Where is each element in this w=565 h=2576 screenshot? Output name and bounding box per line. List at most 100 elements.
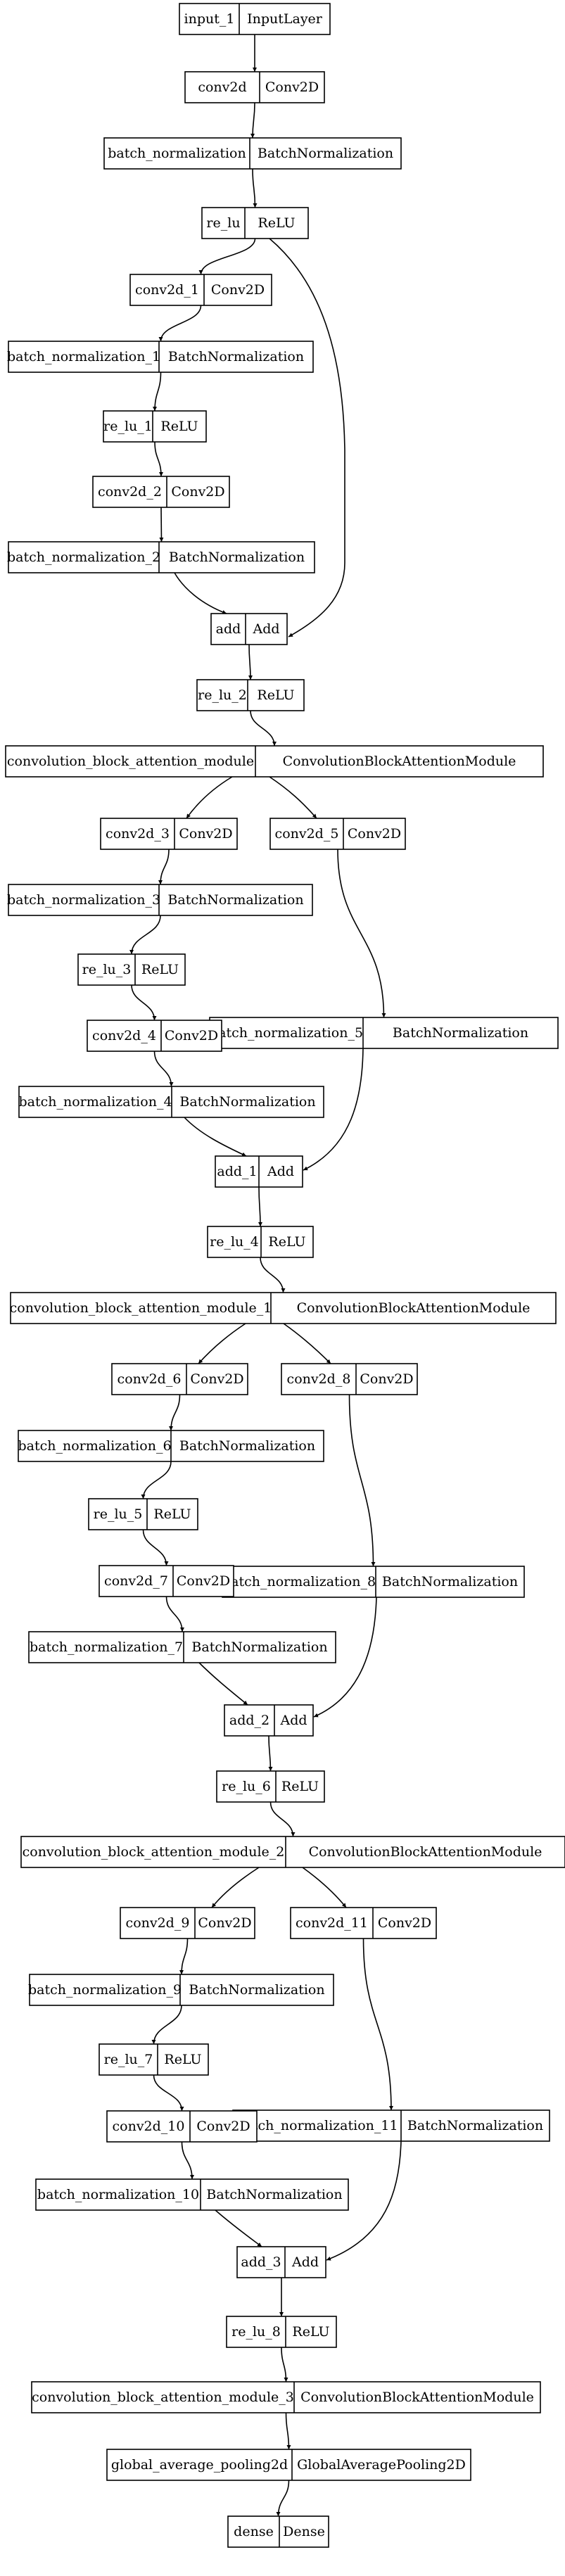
layer-type: BatchNormalization <box>191 1639 327 1655</box>
layer-name: global_average_pooling2d <box>111 2457 288 2473</box>
layer-type: ConvolutionBlockAttentionModule <box>309 1844 542 1860</box>
layer-name: batch_normalization_1 <box>7 349 160 364</box>
layer-node-cbam: convolution_block_attention_module Convol… <box>5 745 544 778</box>
layer-node-conv2d: conv2d Conv2D <box>184 71 325 103</box>
layer-box <box>111 1363 248 1395</box>
layer-type: Conv2D <box>198 1915 251 1931</box>
edge-conv2d-10-to-bn-10 <box>181 2141 194 2180</box>
layer-type: BatchNormalization <box>179 1438 315 1454</box>
layer-type: ReLU <box>258 215 295 231</box>
layer-box <box>29 1974 334 2006</box>
layer-box <box>100 818 238 850</box>
layer-name: convolution_block_attention_module_2 <box>23 1844 285 1860</box>
layer-name: conv2d_1 <box>135 282 199 298</box>
layer-type: ReLU <box>292 2324 329 2340</box>
edge-conv2d-6-to-bn-6 <box>169 1394 181 1431</box>
layer-box <box>227 2515 329 2548</box>
layer-name: convolution_block_attention_module <box>7 754 254 769</box>
layer-type: ReLU <box>257 687 294 703</box>
edge-conv2d-5-to-bn-5 <box>337 849 386 1018</box>
layer-box <box>28 1631 336 1663</box>
layer-box <box>99 2043 209 2076</box>
layer-type: Dense <box>283 2524 325 2539</box>
layer-box <box>226 2316 337 2348</box>
edge-cbam-2-to-conv2d-9 <box>211 1867 260 1908</box>
layer-name: add_3 <box>241 2254 281 2270</box>
edge-re-lu-to-conv2d-1 <box>198 238 256 275</box>
layer-name: batch_normalization <box>108 146 246 161</box>
layer-type: Conv2D <box>196 2119 250 2134</box>
layer-name: conv2d <box>198 80 246 95</box>
edge-add-to-re-lu-2 <box>248 644 253 680</box>
layer-node-bn-1: batch_normalization_1 BatchNormalization <box>7 341 314 373</box>
edge-cbam-to-conv2d-3 <box>186 776 233 819</box>
layer-name: re_lu_6 <box>222 1779 271 1794</box>
edge-bn-8-to-add-2 <box>313 1597 377 1718</box>
layer-box <box>8 884 313 916</box>
layer-type: BatchNormalization <box>407 2118 543 2133</box>
layer-type: BatchNormalization <box>382 1574 518 1590</box>
layer-type: BatchNormalization <box>167 892 303 908</box>
layer-type: ReLU <box>153 1506 191 1522</box>
layer-box <box>129 274 272 306</box>
layer-type: Conv2D <box>360 1371 413 1387</box>
layer-type: InputLayer <box>247 11 323 27</box>
edge-re-lu-8-to-cbam-3 <box>281 2347 288 2383</box>
layer-box <box>99 1565 234 1597</box>
layer-type: BatchNormalization <box>189 1982 324 1998</box>
layer-name: add <box>216 621 241 637</box>
edge-conv2d-4-to-bn-4 <box>153 1051 174 1087</box>
layer-box <box>106 2449 471 2481</box>
layer-box <box>92 476 230 508</box>
layer-box <box>290 1907 437 1939</box>
edge-conv2d-to-bn <box>250 102 255 139</box>
edge-re-lu-1-to-conv2d-2 <box>154 441 163 477</box>
layer-type: ReLU <box>281 1779 319 1794</box>
layer-box <box>224 1704 314 1737</box>
edge-cbam-1-to-conv2d-8 <box>283 1323 331 1364</box>
layer-type: Conv2D <box>165 1028 218 1043</box>
edge-bn-6-to-re-lu-5 <box>141 1461 172 1499</box>
layer-node-conv2d-6: conv2d_6 Conv2D <box>111 1363 248 1395</box>
layer-type: ConvolutionBlockAttentionModule <box>283 754 516 769</box>
layer-name: re_lu_8 <box>231 2324 281 2340</box>
layer-box <box>87 1020 222 1052</box>
layer-name: batch_normalization_10 <box>37 2187 199 2202</box>
edge-cbam-to-conv2d-5 <box>269 776 317 819</box>
layer-box <box>184 71 325 103</box>
layer-box <box>232 2109 550 2142</box>
layer-node-re-lu-8: re_lu_8 ReLU <box>226 2316 337 2348</box>
layer-type: BatchNormalization <box>168 349 304 364</box>
layer-box <box>77 953 186 986</box>
layer-name: conv2d_6 <box>118 1371 182 1387</box>
layer-type: ReLU <box>268 1234 305 1250</box>
edge-bn-3-to-re-lu-3 <box>129 915 161 955</box>
layer-name: batch_normalization_2 <box>7 550 160 565</box>
layer-name: conv2d_11 <box>296 1915 368 1931</box>
layer-type: BatchNormalization <box>258 146 393 161</box>
layer-box <box>5 745 544 778</box>
layer-type: Conv2D <box>265 80 319 95</box>
layer-type: Conv2D <box>190 1371 243 1387</box>
layer-name: conv2d_8 <box>287 1371 351 1387</box>
edge-add-1-to-re-lu-4 <box>258 1186 262 1227</box>
layer-box <box>179 3 331 35</box>
